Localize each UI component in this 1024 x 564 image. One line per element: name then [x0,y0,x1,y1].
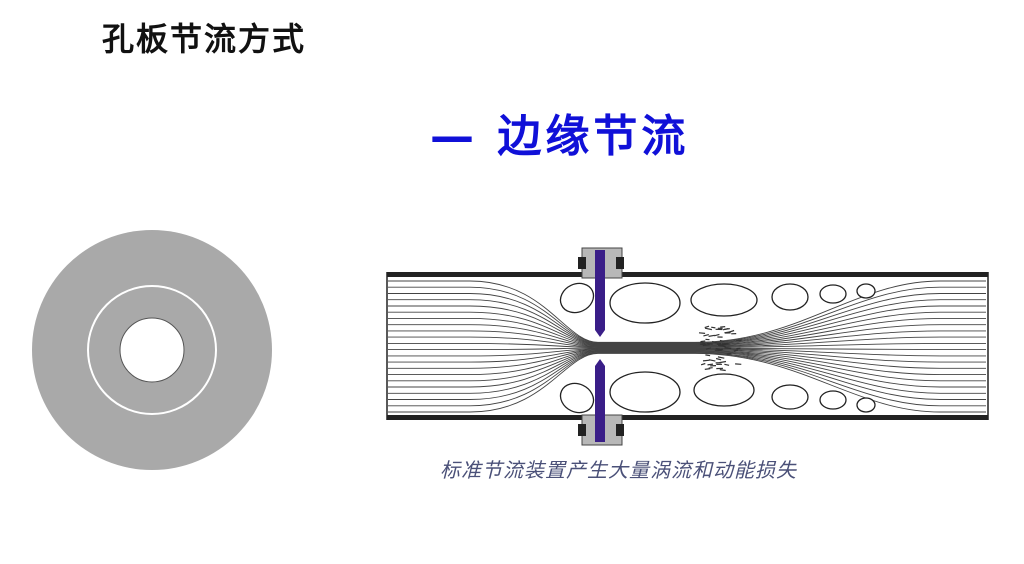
vortex [559,282,595,314]
turbulence-dash [714,333,720,337]
pipe-wall-top [387,272,988,277]
streamline [388,342,986,349]
streamline [388,324,986,347]
pipe-flow-side-view [386,247,989,446]
turbulence-zone [698,325,742,372]
orifice-plate-upper [595,250,605,337]
turbulence-dash [722,328,729,331]
vortex [693,373,755,407]
streamline [388,280,986,343]
streamline [388,348,986,363]
turbulence-dash [699,341,706,345]
orifice-plate-front-view [32,230,272,470]
streamline [388,349,986,376]
turbulence-dash [703,334,709,337]
turbulence-dash [702,344,710,347]
turbulence-dash [733,349,739,352]
page-title: 孔板节流方式 [102,20,307,58]
turbulence-dash [724,363,730,366]
flange-bolt [578,257,586,269]
streamline [388,348,986,357]
turbulence-dash [704,368,711,370]
streamline [388,350,986,388]
turbulence-dash [724,331,731,334]
streamline [388,330,986,347]
vortex [559,382,595,414]
streamline [388,347,986,351]
turbulence-dash [705,354,711,357]
streamline [388,311,986,346]
turbulence-dash [707,363,714,366]
streamline [388,352,986,413]
streamline [388,286,986,344]
turbulence-dash [708,334,715,337]
streamline [388,336,986,348]
vortex [771,283,809,311]
flange-bolt [616,424,624,436]
streamline [388,349,986,369]
turbulence-dash [711,340,717,344]
vortex [609,371,681,413]
turbulence-dash [715,342,722,345]
vortex [856,397,876,413]
flange-bolt [616,257,624,269]
turbulence-dash [700,340,706,343]
streamline [388,350,986,382]
turbulence-dash [719,360,727,364]
streamline [388,351,986,400]
page-subtitle: — 边缘节流 [430,111,690,162]
turbulence-dash [719,339,725,342]
vortex [819,390,847,410]
turbulence-dash [720,326,726,328]
turbulence-dash [706,342,713,345]
turbulence-dash [698,332,706,334]
vortex [771,384,809,410]
turbulence-dash [704,325,710,329]
vortex [856,283,876,299]
orifice-center-hole [119,317,185,383]
turbulence-dash [700,362,706,366]
orifice-plate-lower [595,359,605,442]
turbulence-dash [704,327,713,331]
turbulence-dash [699,343,706,346]
flange-bolt [578,424,586,436]
turbulence-dash [716,348,723,351]
turbulence-dash [711,326,716,329]
turbulence-dash [717,356,725,359]
turbulence-dash [702,359,710,362]
turbulence-dash [724,342,731,345]
turbulence-dash [708,359,716,362]
vortex [690,283,758,317]
vortex [609,282,681,324]
turbulence-dash [715,357,722,361]
turbulence-dash [718,344,725,347]
turbulence-dash [705,347,712,350]
pipe-wall-bottom [387,415,988,420]
turbulence-dash [719,369,726,372]
turbulence-dash [724,347,732,350]
vortex [819,284,847,304]
orifice-mid-ring [87,285,217,415]
diagram-caption: 标准节流装置产生大量涡流和动能损失 [440,458,797,482]
streamlines [388,280,986,413]
streamline [388,351,986,394]
vortex-group [559,282,876,414]
